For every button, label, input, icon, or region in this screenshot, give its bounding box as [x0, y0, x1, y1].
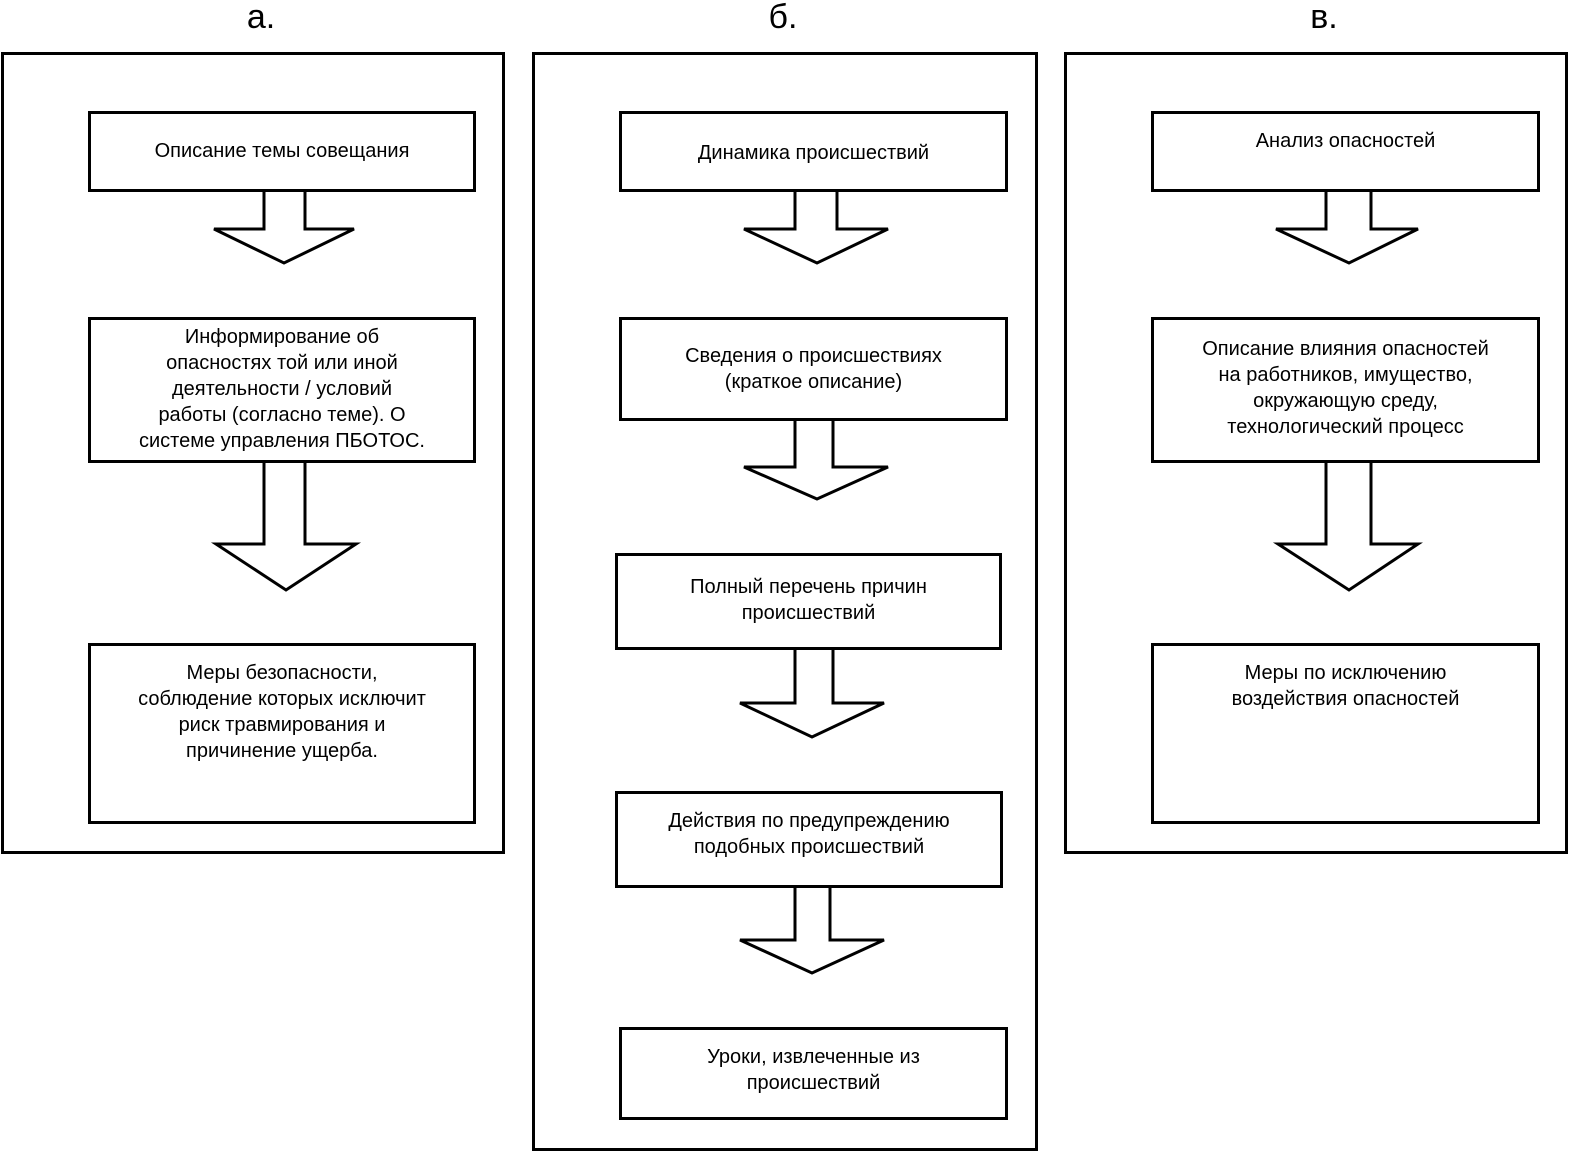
box-b-causes: Полный перечень причин происшествий — [615, 553, 1002, 650]
column-a-label: а. — [246, 0, 276, 36]
box-c-hazard-analysis: Анализ опасностей — [1151, 111, 1540, 192]
arrow-b-3 — [739, 646, 885, 739]
box-a-hazards: Информирование об опасностях той или ино… — [88, 317, 476, 463]
box-a-measures: Меры безопасности, соблюдение которых ис… — [88, 643, 476, 824]
box-c-impact: Описание влияния опасностей на работнико… — [1151, 317, 1540, 463]
box-a-topic: Описание темы совещания — [88, 111, 476, 192]
column-c-label: в. — [1310, 0, 1338, 36]
box-c-measures: Меры по исключению воздействия опасносте… — [1151, 643, 1540, 824]
box-b-incident-info: Сведения о происшествиях (краткое описан… — [619, 317, 1008, 421]
arrow-b-2 — [743, 417, 889, 501]
arrow-b-4 — [739, 884, 885, 975]
arrow-a-2 — [210, 459, 362, 592]
box-b-prevention: Действия по предупреждению подобных прои… — [615, 791, 1003, 888]
arrow-c-1 — [1275, 188, 1419, 265]
box-b-dynamics: Динамика происшествий — [619, 111, 1008, 192]
arrow-b-1 — [743, 188, 889, 265]
arrow-c-2 — [1272, 459, 1423, 592]
box-b-lessons: Уроки, извлеченные из происшествий — [619, 1027, 1008, 1120]
column-b-label: б. — [768, 0, 798, 36]
arrow-a-1 — [213, 188, 355, 265]
